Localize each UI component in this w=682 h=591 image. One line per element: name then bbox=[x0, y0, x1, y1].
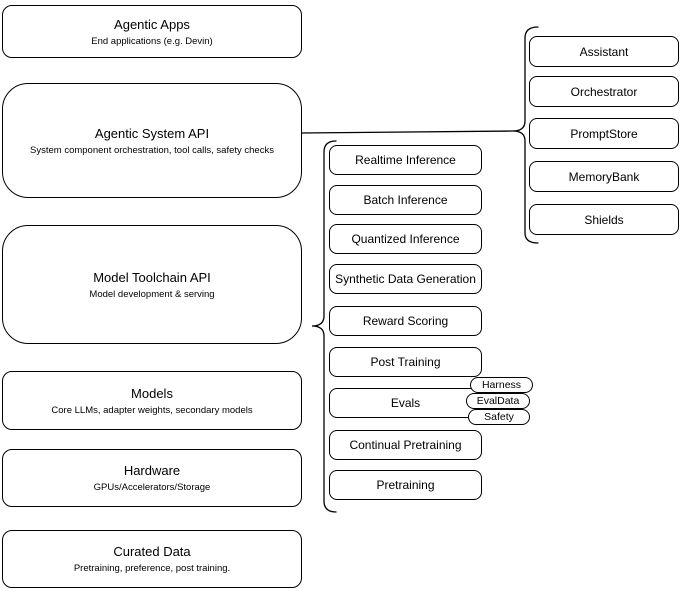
toolchain-item-quantized-inference: Quantized Inference bbox=[329, 224, 482, 254]
evals-pill-evaldata: EvalData bbox=[466, 393, 530, 409]
box-agentic-system-api: Agentic System API System component orch… bbox=[2, 83, 302, 198]
box-hardware: Hardware GPUs/Accelerators/Storage bbox=[2, 449, 302, 507]
box-model-toolchain-api-subtitle: Model development & serving bbox=[89, 288, 215, 300]
box-hardware-title: Hardware bbox=[123, 463, 181, 478]
system-item-memorybank: MemoryBank bbox=[529, 161, 679, 192]
box-agentic-apps: Agentic Apps End applications (e.g. Devi… bbox=[2, 5, 302, 58]
system-item-orchestrator: Orchestrator bbox=[529, 76, 679, 107]
box-agentic-system-api-subtitle: System component orchestration, tool cal… bbox=[30, 144, 274, 156]
toolchain-item-realtime-inference: Realtime Inference bbox=[329, 145, 482, 175]
system-brace bbox=[512, 26, 539, 244]
evals-pill-safety: Safety bbox=[468, 409, 530, 425]
box-hardware-subtitle: GPUs/Accelerators/Storage bbox=[93, 482, 211, 493]
system-item-assistant: Assistant bbox=[529, 36, 679, 67]
box-agentic-apps-subtitle: End applications (e.g. Devin) bbox=[91, 35, 213, 47]
toolchain-item-continual-pretraining: Continual Pretraining bbox=[329, 430, 482, 460]
box-model-toolchain-api-title: Model Toolchain API bbox=[93, 269, 211, 285]
box-models: Models Core LLMs, adapter weights, secon… bbox=[2, 371, 302, 430]
system-item-promptstore: PromptStore bbox=[529, 118, 679, 149]
toolchain-item-pretraining: Pretraining bbox=[329, 470, 482, 500]
system-item-shields: Shields bbox=[529, 204, 679, 235]
system-api-connector-line bbox=[300, 130, 514, 134]
toolchain-item-batch-inference: Batch Inference bbox=[329, 185, 482, 215]
box-agentic-apps-title: Agentic Apps bbox=[114, 16, 190, 32]
toolchain-item-reward-scoring: Reward Scoring bbox=[329, 306, 482, 336]
toolchain-item-evals: Evals bbox=[329, 388, 482, 418]
evals-pill-harness: Harness bbox=[470, 377, 533, 393]
toolchain-item-post-training: Post Training bbox=[329, 347, 482, 377]
box-curated-data-title: Curated Data bbox=[113, 544, 191, 559]
box-curated-data: Curated Data Pretraining, preference, po… bbox=[2, 530, 302, 588]
box-model-toolchain-api: Model Toolchain API Model development & … bbox=[2, 225, 302, 344]
box-models-subtitle: Core LLMs, adapter weights, secondary mo… bbox=[51, 404, 253, 416]
box-curated-data-subtitle: Pretraining, preference, post training. bbox=[73, 563, 231, 574]
box-models-title: Models bbox=[131, 385, 173, 401]
toolchain-item-synthetic-data-generation: Synthetic Data Generation bbox=[329, 264, 482, 294]
toolchain-brace bbox=[311, 140, 337, 513]
box-agentic-system-api-title: Agentic System API bbox=[94, 125, 210, 141]
